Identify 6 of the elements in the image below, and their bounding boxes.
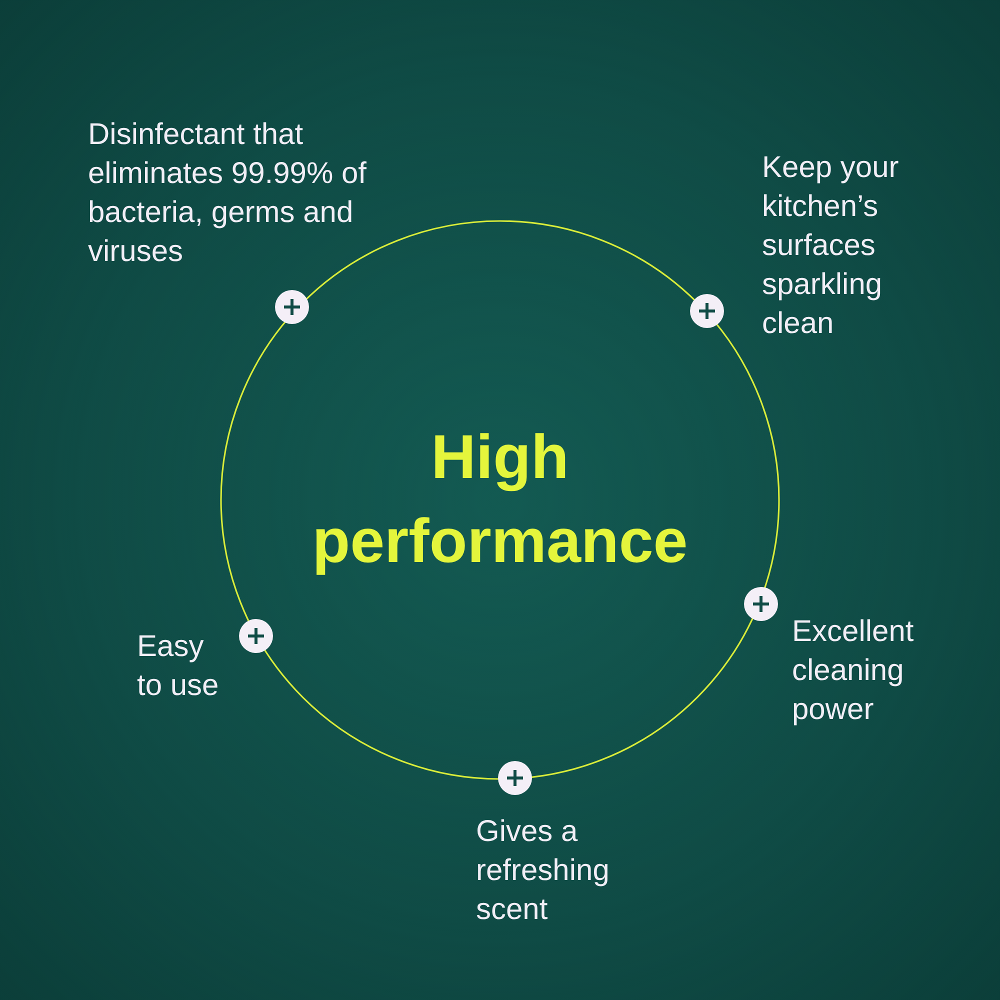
- feature-text: Gives a refreshing scent: [476, 814, 610, 928]
- feature-text: Excellent cleaning power: [792, 614, 915, 728]
- feature-text: Keep your kitchen’s surfaces sparkling clean: [762, 150, 900, 342]
- heading-text: High performance: [311, 422, 689, 578]
- feature-text: Easy to use: [137, 629, 220, 704]
- feature-text: Disinfectant that eliminates 99.99% of bacteria, germs and viruses: [88, 117, 368, 270]
